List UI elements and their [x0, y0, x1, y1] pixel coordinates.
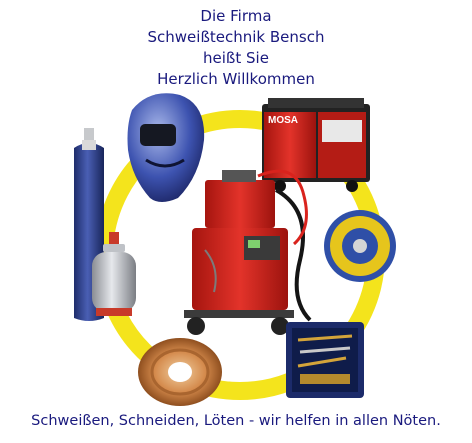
- propane-bottle-image: [92, 232, 136, 316]
- generator-brand-label: MOSA: [268, 115, 298, 126]
- torch-kit-case-image: [286, 322, 364, 398]
- cutting-disc-image: [324, 210, 396, 282]
- wire-spool-image: [138, 338, 222, 406]
- greeting-line-3: heißt Sie: [203, 49, 269, 67]
- tagline: Schweißen, Schneiden, Löten - wir helfen…: [31, 413, 441, 429]
- greeting-line-1: Die Firma: [200, 7, 272, 25]
- welding-helmet-image: [127, 93, 205, 202]
- greeting-line-2: Schweißtechnik Bensch: [147, 28, 325, 46]
- welding-machine-image: [184, 169, 312, 335]
- welcome-greeting: Die Firma Schweißtechnik Bensch heißt Si…: [0, 6, 472, 90]
- generator-image: MOSA: [262, 98, 370, 192]
- greeting-line-4: Herzlich Willkommen: [157, 70, 315, 88]
